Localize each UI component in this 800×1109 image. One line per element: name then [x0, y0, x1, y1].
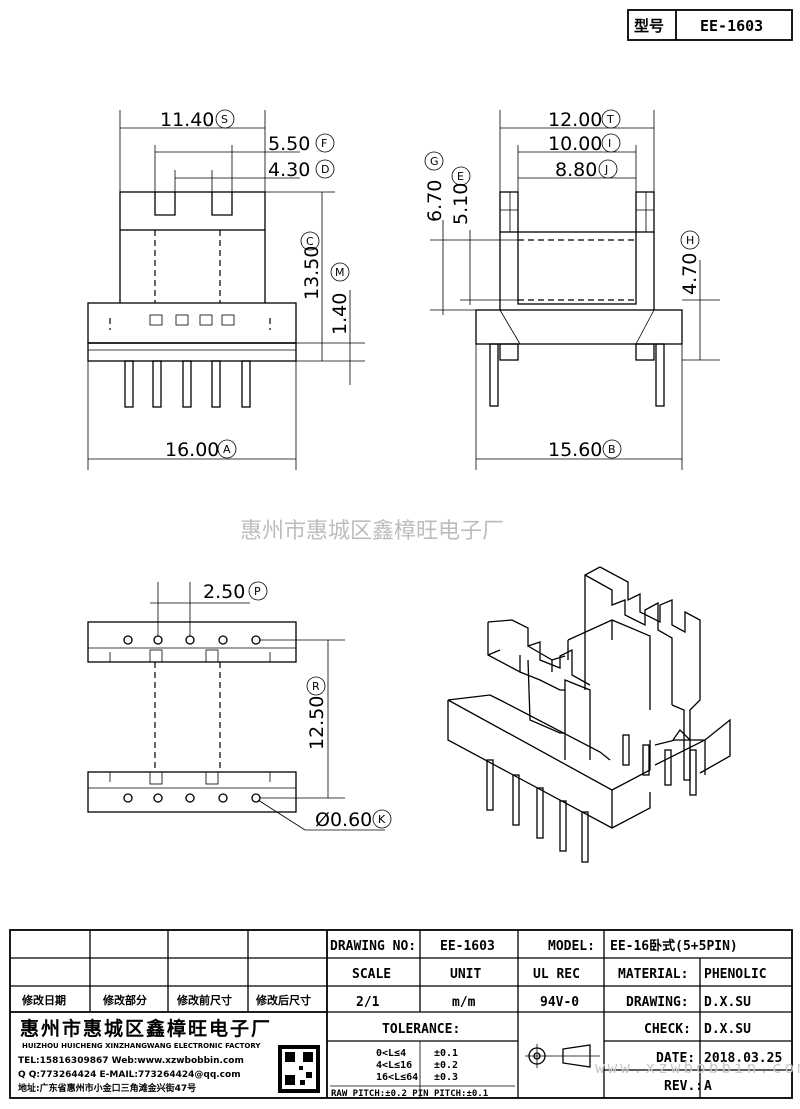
rev-value: A — [704, 1079, 712, 1094]
dim-side-b-code: B — [608, 443, 616, 456]
watermark-text: 惠州市惠城区鑫樟旺电子厂 — [240, 519, 504, 544]
ul-label: UL REC — [533, 967, 580, 982]
dim-side-i-code: I — [608, 137, 611, 150]
dim-front-m-code: M — [335, 266, 345, 279]
date-label: DATE: — [656, 1051, 695, 1066]
tol-range-1: 0<L≤4 — [376, 1048, 406, 1059]
tol-range-3: 16<L≤64 — [376, 1072, 418, 1083]
rev-header-before: 修改前尺寸 — [176, 993, 232, 1007]
watermark-url: www.xzwbobbin.com — [595, 1058, 800, 1077]
drawing-no-label: DRAWING NO: — [330, 939, 416, 954]
scale-label: SCALE — [352, 967, 391, 982]
type-value: EE-1603 — [700, 17, 763, 35]
dim-bottom-k-code: K — [378, 813, 386, 826]
dim-front-f-code: F — [321, 137, 327, 150]
dim-side-b: 15.60 — [548, 439, 602, 461]
side-view — [430, 110, 720, 470]
front-view — [87, 110, 365, 470]
material-value: PHENOLIC — [704, 967, 767, 982]
rev-header-date: 修改日期 — [21, 993, 66, 1007]
company-name-cn: 惠州市惠城区鑫樟旺电子厂 — [20, 1017, 272, 1040]
dim-front-d-code: D — [321, 163, 329, 176]
company-address: 地址:广东省惠州市小金口三角滩金兴街47号 — [18, 1082, 196, 1094]
drawing-no-value: EE-1603 — [440, 939, 495, 954]
dim-side-t: 12.00 — [548, 109, 602, 131]
date-value: 2018.03.25 — [704, 1051, 782, 1066]
company-name-en: HUIZHOU HUICHENG XINZHANGWANG ELECTRONIC… — [22, 1042, 261, 1050]
dim-front-f: 5.50 — [268, 133, 310, 155]
type-header: 型号 EE-1603 — [627, 9, 793, 41]
dim-bottom-p-code: P — [254, 585, 261, 598]
tolerance-label: TOLERANCE: — [382, 1022, 460, 1037]
dim-bottom-p: 2.50 — [203, 581, 245, 603]
dim-front-a-code: A — [223, 443, 231, 456]
dim-front-a: 16.00 — [165, 439, 219, 461]
unit-value: m/m — [452, 995, 476, 1010]
tol-value-3: ±0.3 — [434, 1072, 458, 1083]
rev-header-part: 修改部分 — [102, 993, 147, 1007]
rev-label: REV.: — [664, 1079, 703, 1094]
dim-side-i: 10.00 — [548, 133, 602, 155]
check-label: CHECK: — [644, 1022, 691, 1037]
dim-front-c: 13.50 — [301, 246, 323, 300]
ul-value: 94V-0 — [540, 995, 579, 1010]
type-label: 型号 — [634, 17, 664, 35]
isometric-view — [447, 566, 731, 863]
unit-label: UNIT — [450, 967, 481, 982]
dim-front-m: 1.40 — [329, 293, 351, 335]
dim-side-h: 4.70 — [679, 253, 701, 295]
pitch-note: RAW PITCH:±0.2 PIN PITCH:±0.1 — [331, 1089, 488, 1099]
drawing-label: DRAWING: — [626, 995, 689, 1010]
dim-side-g: 6.70 — [424, 180, 446, 222]
dim-side-g-code: G — [430, 155, 439, 168]
dim-front-c-code: C — [306, 235, 314, 248]
check-value: D.X.SU — [704, 1022, 751, 1037]
dim-side-e: 5.10 — [450, 183, 472, 225]
dim-side-h-code: H — [686, 234, 694, 247]
bottom-view — [87, 582, 385, 831]
material-label: MATERIAL: — [618, 967, 688, 982]
tol-value-1: ±0.1 — [434, 1048, 458, 1059]
tol-value-2: ±0.2 — [434, 1060, 458, 1071]
dim-bottom-r-code: R — [312, 680, 320, 693]
dim-front-s: 11.40 — [160, 109, 214, 131]
scale-value: 2/1 — [356, 995, 380, 1010]
company-qq: Q Q:773264424 E-MAIL:773264424@qq.com — [18, 1070, 241, 1080]
dim-front-d: 4.30 — [268, 159, 310, 181]
model-value: EE-16卧式(5+5PIN) — [610, 938, 738, 954]
dim-side-j: 8.80 — [555, 159, 597, 181]
company-tel: TEL:15816309867 Web:www.xzwbobbin.com — [18, 1056, 244, 1066]
model-label: MODEL: — [548, 939, 595, 954]
dim-side-e-code: E — [457, 170, 464, 183]
dim-side-j-code: J — [604, 163, 608, 176]
rev-header-after: 修改后尺寸 — [255, 993, 311, 1007]
dim-bottom-k: Ø0.60 — [315, 809, 372, 831]
title-block — [9, 929, 793, 1099]
drawing-value: D.X.SU — [704, 995, 751, 1010]
dim-front-s-code: S — [221, 113, 228, 126]
tol-range-2: 4<L≤16 — [376, 1060, 412, 1071]
dim-side-t-code: T — [606, 113, 614, 126]
dim-bottom-r: 12.50 — [306, 696, 328, 750]
